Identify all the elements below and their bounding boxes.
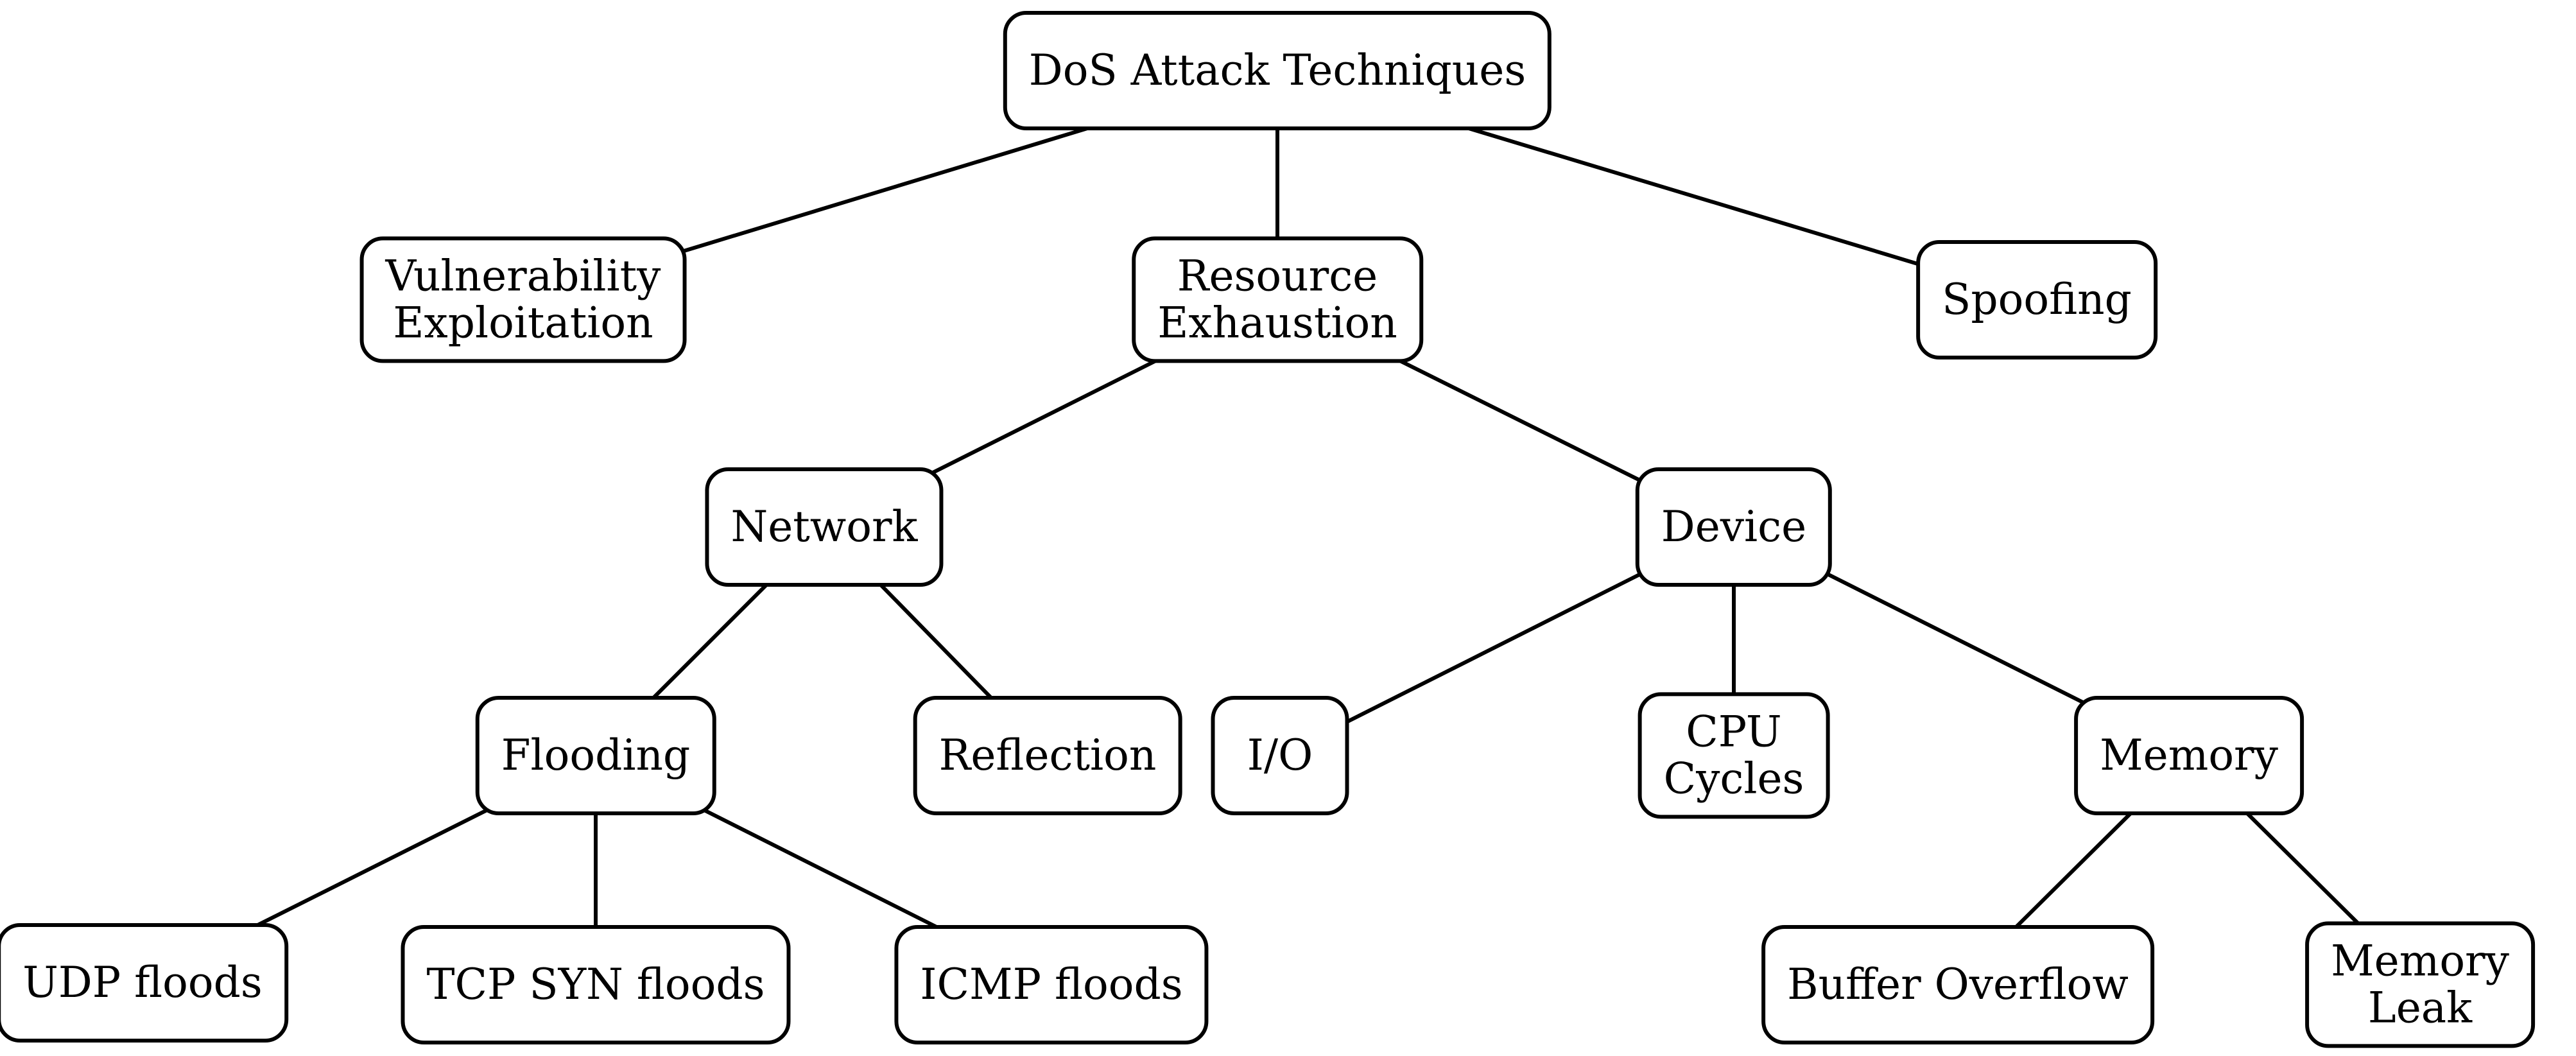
- node-memory: Memory: [2074, 696, 2304, 815]
- node-udp-floods: UDP floods: [0, 923, 288, 1043]
- node-device-label: Device: [1661, 501, 1807, 551]
- node-buffer-overflow-label: Buffer Overflow: [1787, 959, 2129, 1009]
- node-vulnerability-exploitation: Vulnerability Exploitation: [359, 236, 687, 363]
- node-dos-attack-techniques: DoS Attack Techniques: [1003, 11, 1552, 130]
- node-tcp-syn-floods-label: TCP SYN floods: [426, 959, 765, 1009]
- node-network-label: Network: [730, 501, 918, 551]
- node-flooding-label: Flooding: [501, 730, 691, 780]
- node-dos-attack-techniques-label: DoS Attack Techniques: [1028, 45, 1526, 95]
- node-memory-leak: Memory Leak: [2305, 921, 2535, 1048]
- node-resource-exhaustion: Resource Exhaustion: [1132, 236, 1423, 363]
- node-reflection-label: Reflection: [938, 730, 1157, 780]
- node-spoofing: Spoofing: [1916, 240, 2157, 359]
- node-cpu-cycles: CPU Cycles: [1638, 692, 1830, 819]
- node-network: Network: [705, 467, 944, 587]
- node-icmp-floods: ICMP floods: [894, 925, 1209, 1044]
- node-resource-exhaustion-label: Resource Exhaustion: [1157, 251, 1397, 347]
- node-vulnerability-exploitation-label: Vulnerability Exploitation: [385, 251, 661, 347]
- node-spoofing-label: Spoofing: [1942, 274, 2132, 324]
- node-io: I/O: [1211, 696, 1349, 815]
- node-udp-floods-label: UDP floods: [22, 957, 263, 1007]
- node-io-label: I/O: [1247, 730, 1313, 780]
- node-memory-leak-label: Memory Leak: [2331, 936, 2509, 1032]
- node-buffer-overflow: Buffer Overflow: [1761, 925, 2154, 1044]
- node-reflection: Reflection: [913, 696, 1182, 815]
- node-flooding: Flooding: [475, 696, 716, 815]
- node-device: Device: [1635, 467, 1833, 587]
- node-icmp-floods-label: ICMP floods: [920, 959, 1183, 1009]
- node-cpu-cycles-label: CPU Cycles: [1663, 707, 1804, 803]
- node-tcp-syn-floods: TCP SYN floods: [401, 925, 791, 1044]
- node-memory-label: Memory: [2100, 730, 2278, 780]
